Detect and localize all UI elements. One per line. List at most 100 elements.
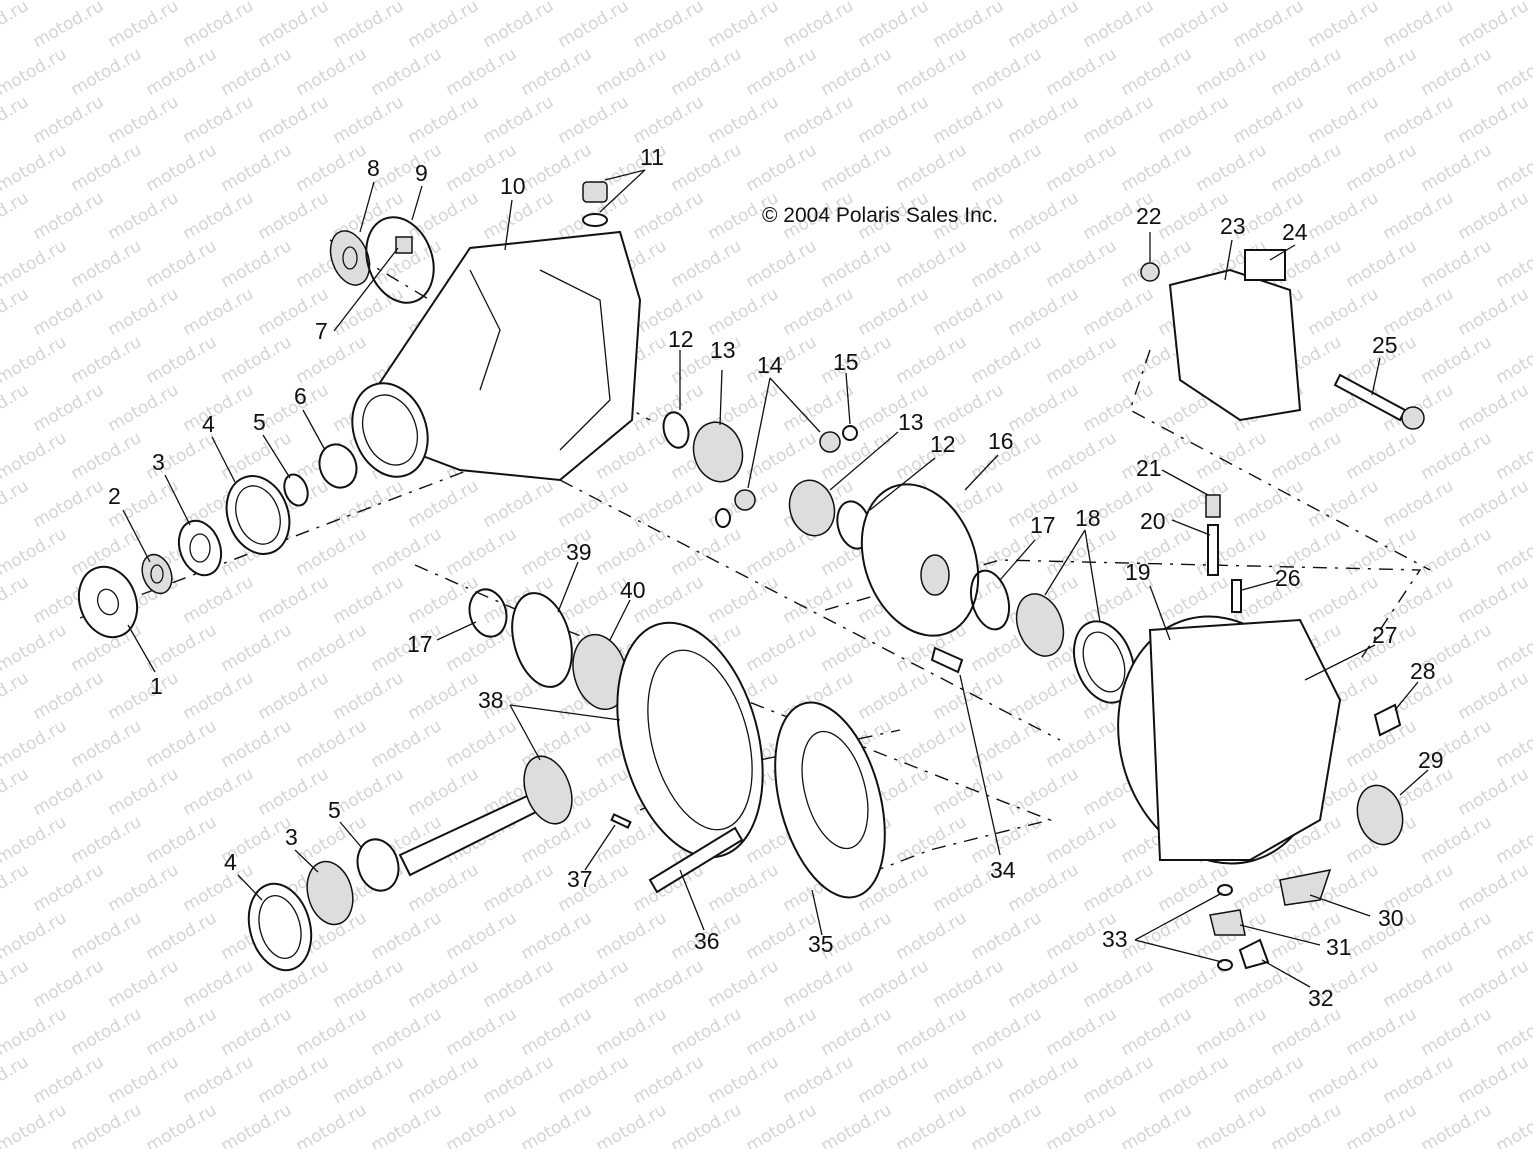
watermark-text: motod.ru	[68, 44, 146, 100]
watermark-text: motod.ru	[105, 92, 183, 148]
watermark-text: motod.ru	[818, 140, 896, 196]
watermark-text: motod.ru	[105, 764, 183, 820]
watermark-text: motod.ru	[68, 0, 146, 4]
watermark-text: motod.ru	[180, 572, 258, 628]
watermark-text: motod.ru	[1380, 956, 1458, 1012]
watermark-text: motod.ru	[1493, 428, 1533, 484]
callout-10: 10	[500, 173, 526, 199]
watermark-text: motod.ru	[855, 92, 933, 148]
watermark-text: motod.ru	[1268, 140, 1346, 196]
watermark-text: motod.ru	[968, 140, 1046, 196]
callout-13: 13	[898, 409, 924, 435]
callout-24: 24	[1282, 219, 1308, 245]
watermark-text: motod.ru	[1118, 44, 1196, 100]
watermark-text: motod.ru	[293, 1100, 371, 1149]
watermark-text: motod.ru	[1530, 0, 1533, 52]
watermark-text: motod.ru	[105, 188, 183, 244]
callout-5: 5	[253, 409, 266, 435]
callout-36: 36	[694, 928, 720, 954]
watermark-text: motod.ru	[743, 1100, 821, 1149]
watermark-text: motod.ru	[1493, 716, 1533, 772]
pin-26	[1231, 579, 1242, 613]
callout-25: 25	[1372, 332, 1398, 358]
callout-28: 28	[1410, 658, 1436, 684]
watermark-text: motod.ru	[143, 1004, 221, 1060]
watermark-text: motod.ru	[443, 524, 521, 580]
o-ring-9	[365, 216, 435, 304]
watermark-text: motod.ru	[780, 0, 858, 52]
watermark-text: motod.ru	[443, 0, 521, 4]
watermark-text: motod.ru	[480, 0, 558, 52]
watermark-text: motod.ru	[443, 716, 521, 772]
watermark-text: motod.ru	[1455, 284, 1533, 340]
watermark-text: motod.ru	[555, 956, 633, 1012]
watermark-text: motod.ru	[30, 188, 108, 244]
roll-pin-37	[610, 813, 632, 829]
coupler-29	[1356, 784, 1404, 846]
callout-30: 30	[1378, 905, 1404, 931]
watermark-text: motod.ru	[105, 284, 183, 340]
bearing-18	[1015, 593, 1135, 704]
watermark-text: motod.ru	[1493, 812, 1533, 868]
watermark-text: motod.ru	[1530, 668, 1533, 724]
watermark-text: motod.ru	[0, 0, 32, 52]
shift-fork-30	[1279, 869, 1332, 906]
watermark-text: motod.ru	[968, 908, 1046, 964]
watermark-text: motod.ru	[1043, 1004, 1121, 1060]
watermark-text: motod.ru	[555, 0, 633, 52]
watermark-text: motod.ru	[593, 1100, 671, 1149]
watermark-text: motod.ru	[1080, 0, 1158, 52]
watermark-text: motod.ru	[405, 0, 483, 52]
watermark-text: motod.ru	[180, 188, 258, 244]
watermark-text: motod.ru	[743, 620, 821, 676]
watermark-text: motod.ru	[743, 44, 821, 100]
watermark-text: motod.ru	[1305, 572, 1383, 628]
watermark-text: motod.ru	[1343, 44, 1421, 100]
snap-ring-5a	[283, 473, 309, 507]
watermark-text: motod.ru	[480, 956, 558, 1012]
watermark-text: motod.ru	[68, 908, 146, 964]
watermark-text: motod.ru	[0, 572, 32, 628]
watermark-text: motod.ru	[743, 0, 821, 4]
callout-13: 13	[710, 337, 736, 363]
watermark-text: motod.ru	[405, 668, 483, 724]
shift-lever-31	[1209, 909, 1246, 936]
watermark-text: motod.ru	[255, 1052, 333, 1108]
callout-4: 4	[202, 411, 215, 437]
watermark-text: motod.ru	[1455, 380, 1533, 436]
watermark-text: motod.ru	[218, 0, 296, 4]
watermark-text: motod.ru	[518, 1100, 596, 1149]
watermark-text: motod.ru	[1268, 1100, 1346, 1149]
watermark-text: motod.ru	[30, 860, 108, 916]
watermark-text: motod.ru	[743, 1004, 821, 1060]
watermark-text: motod.ru	[1080, 380, 1158, 436]
watermark-text: motod.ru	[368, 524, 446, 580]
watermark-text: motod.ru	[968, 0, 1046, 4]
watermark-text: motod.ru	[405, 1052, 483, 1108]
watermark-text: motod.ru	[255, 764, 333, 820]
watermark-text: motod.ru	[930, 0, 1008, 52]
pinion-gear-14	[715, 431, 841, 528]
watermark-text: motod.ru	[180, 0, 258, 52]
callout-4: 4	[224, 849, 237, 875]
watermark-text: motod.ru	[1305, 92, 1383, 148]
copyright-text: © 2004 Polaris Sales Inc.	[762, 204, 998, 227]
watermark-text: motod.ru	[968, 332, 1046, 388]
watermark-text: motod.ru	[1305, 1052, 1383, 1108]
watermark-text: motod.ru	[143, 716, 221, 772]
watermark-text: motod.ru	[1268, 0, 1346, 4]
callout-14: 14	[757, 352, 783, 378]
watermark-text: motod.ru	[1493, 908, 1533, 964]
watermark-text: motod.ru	[1005, 188, 1083, 244]
callout-23: 23	[1220, 213, 1246, 239]
watermark-text: motod.ru	[1005, 92, 1083, 148]
watermark-text: motod.ru	[143, 620, 221, 676]
watermark-text: motod.ru	[255, 572, 333, 628]
watermark-text: motod.ru	[780, 956, 858, 1012]
callout-33: 33	[1102, 926, 1128, 952]
watermark-text: motod.ru	[293, 332, 371, 388]
watermark-text: motod.ru	[818, 1004, 896, 1060]
watermark-text: motod.ru	[630, 1052, 708, 1108]
watermark-text: motod.ru	[1343, 524, 1421, 580]
